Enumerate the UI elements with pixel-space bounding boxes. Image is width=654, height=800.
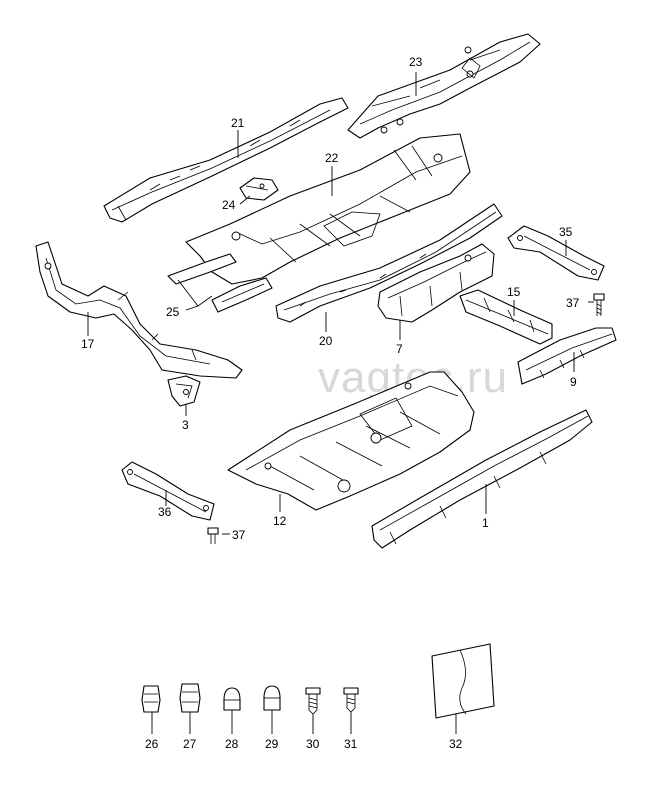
callout-22: 22 bbox=[325, 151, 339, 165]
part-20-side-member[interactable] bbox=[275, 203, 503, 323]
callout-24: 24 bbox=[222, 198, 236, 212]
callout-29: 29 bbox=[265, 737, 279, 751]
callout-17: 17 bbox=[81, 337, 95, 351]
callout-7: 7 bbox=[396, 342, 403, 356]
part-15-cross-member[interactable] bbox=[459, 289, 553, 345]
callout-26: 26 bbox=[145, 737, 159, 751]
part-27-plug[interactable] bbox=[179, 683, 201, 713]
callout-37-lower: 37 bbox=[232, 528, 246, 542]
part-37-screw-lower[interactable] bbox=[207, 527, 219, 544]
callout-36: 36 bbox=[158, 505, 172, 519]
part-1-sill[interactable] bbox=[371, 409, 593, 549]
callout-31: 31 bbox=[344, 737, 358, 751]
callout-35: 35 bbox=[559, 225, 573, 239]
callout-12: 12 bbox=[273, 514, 287, 528]
callout-30: 30 bbox=[306, 737, 320, 751]
callout-9: 9 bbox=[570, 375, 577, 389]
part-26-plug[interactable] bbox=[141, 685, 161, 713]
callout-15: 15 bbox=[507, 285, 521, 299]
callout-20: 20 bbox=[319, 334, 333, 348]
part-37-screw-upper[interactable] bbox=[593, 293, 605, 316]
part-21-longitudinal-member[interactable] bbox=[103, 97, 349, 223]
part-29-cap-nut[interactable] bbox=[263, 685, 281, 711]
part-35-bracket[interactable] bbox=[507, 225, 605, 281]
part-28-cap-nut[interactable] bbox=[223, 687, 241, 711]
callout-32: 32 bbox=[449, 737, 463, 751]
callout-3: 3 bbox=[182, 418, 189, 432]
part-9-rear-cross-member[interactable] bbox=[517, 327, 617, 385]
part-30-screw[interactable] bbox=[305, 687, 321, 715]
part-7-reinforcement[interactable] bbox=[377, 243, 495, 323]
callout-23: 23 bbox=[409, 55, 423, 69]
part-25-sill-strip[interactable] bbox=[167, 253, 273, 313]
part-32-sealing-sheet[interactable] bbox=[431, 643, 495, 719]
callout-25: 25 bbox=[166, 305, 180, 319]
callouts: 23 21 22 24 25 17 20 7 15 35 37 9 3 12 1… bbox=[81, 55, 580, 751]
part-24-bracket[interactable] bbox=[239, 177, 279, 201]
leader-lines bbox=[87, 72, 594, 734]
callout-21: 21 bbox=[231, 116, 245, 130]
callout-28: 28 bbox=[225, 737, 239, 751]
callout-37-upper: 37 bbox=[566, 296, 580, 310]
part-36-bracket[interactable] bbox=[121, 461, 215, 521]
part-23-rear-member[interactable] bbox=[347, 33, 541, 139]
part-12-floor-pan[interactable] bbox=[227, 371, 475, 511]
part-22-tunnel[interactable] bbox=[185, 133, 471, 285]
part-17-front-member[interactable] bbox=[35, 241, 243, 379]
callout-27: 27 bbox=[183, 737, 197, 751]
part-3-bracket[interactable] bbox=[167, 375, 201, 407]
part-31-screw[interactable] bbox=[343, 687, 359, 713]
callout-1: 1 bbox=[482, 516, 489, 530]
